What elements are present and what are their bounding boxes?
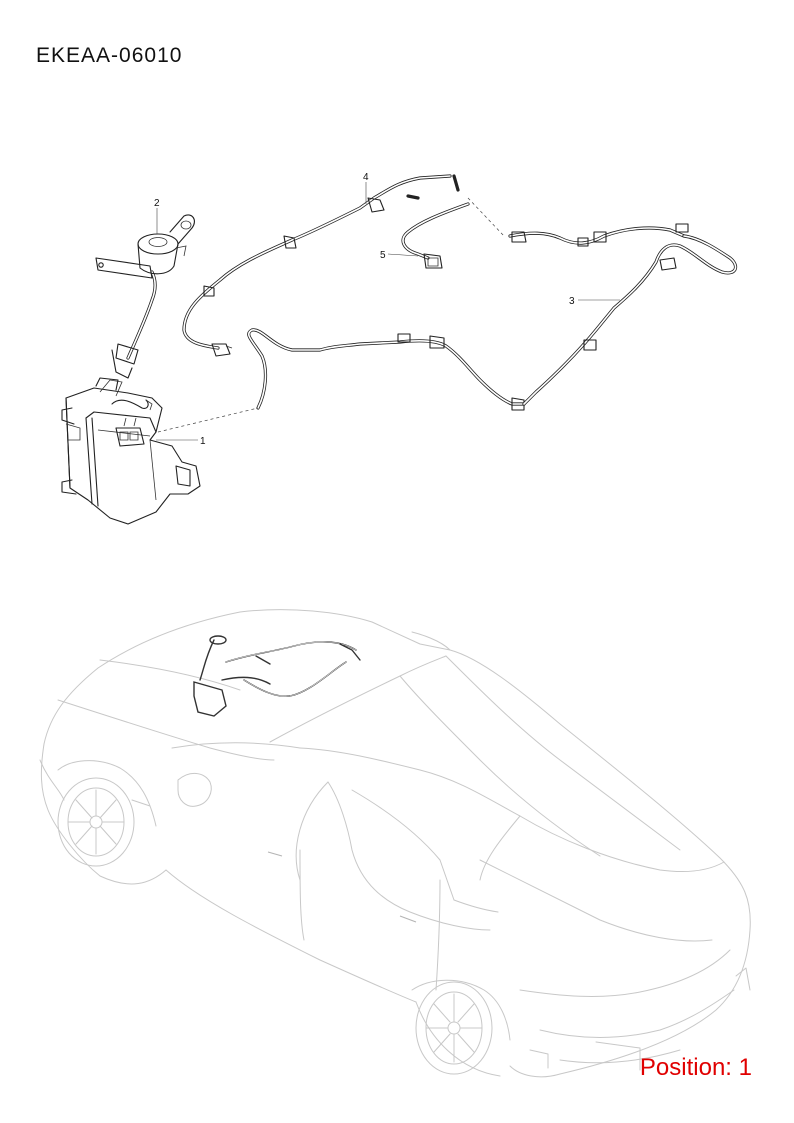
filler-neck-cap[interactable] xyxy=(95,214,195,379)
svg-text:2: 2 xyxy=(154,198,160,209)
callout-3: 3 xyxy=(569,296,620,307)
washer-system-exploded-view: 1 2 3 4 5 xyxy=(61,172,738,525)
alignment-line xyxy=(157,407,259,433)
svg-text:1: 1 xyxy=(200,436,206,447)
washer-reservoir[interactable] xyxy=(61,377,201,525)
callout-5: 5 xyxy=(380,250,419,261)
svg-text:4: 4 xyxy=(363,172,369,183)
svg-text:5: 5 xyxy=(380,250,386,261)
svg-text:3: 3 xyxy=(569,296,575,307)
document-code: EKEAA-06010 xyxy=(36,44,183,67)
callout-4: 4 xyxy=(363,172,369,204)
rear-washer-hose[interactable] xyxy=(247,223,738,411)
front-washer-hose[interactable] xyxy=(182,174,460,357)
callout-1: 1 xyxy=(156,436,206,447)
callout-2: 2 xyxy=(154,198,160,234)
alignment-line xyxy=(467,197,505,237)
position-label: Position: 1 xyxy=(639,1054,752,1081)
vehicle-outline xyxy=(39,609,751,1078)
connector[interactable] xyxy=(401,202,470,269)
washer-system-location xyxy=(193,635,361,717)
